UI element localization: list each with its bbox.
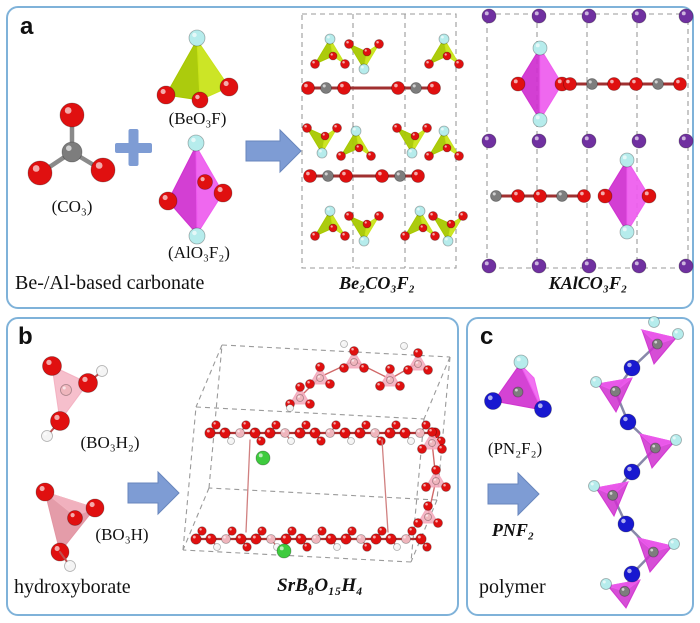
panel-b-frame [6,317,459,616]
be2co3f2-label: Be₂CO₃F₂ [339,273,415,293]
srb8o15h4-label: SrB₈O₁₅H₄ [277,575,363,596]
panel-b-letter: b [18,323,33,350]
panel-a-letter: a [20,13,34,40]
panel-c-caption: polymer [479,576,546,598]
bo3h-label: (BO₃H) [95,525,149,544]
kalco3f2-label: KAlCO₃F₂ [548,273,628,293]
pnf2-label: PNF₂ [491,520,535,540]
co3-label: (CO₃) [51,197,93,216]
alo3f2-label: (AlO₃F₂) [168,243,230,262]
beo3f-label: (BeO₃F) [168,109,227,128]
panel-a-caption: Be-/Al-based carbonate [15,272,205,294]
panel-a-frame [6,6,694,309]
pn2f2-label: (PN₂F₂) [487,439,543,458]
panel-c-frame [466,317,694,616]
panel-b-caption: hydroxyborate [14,576,131,598]
panel-c-letter: c [480,323,494,350]
bo3h2-label: (BO₃H₂) [80,433,140,452]
